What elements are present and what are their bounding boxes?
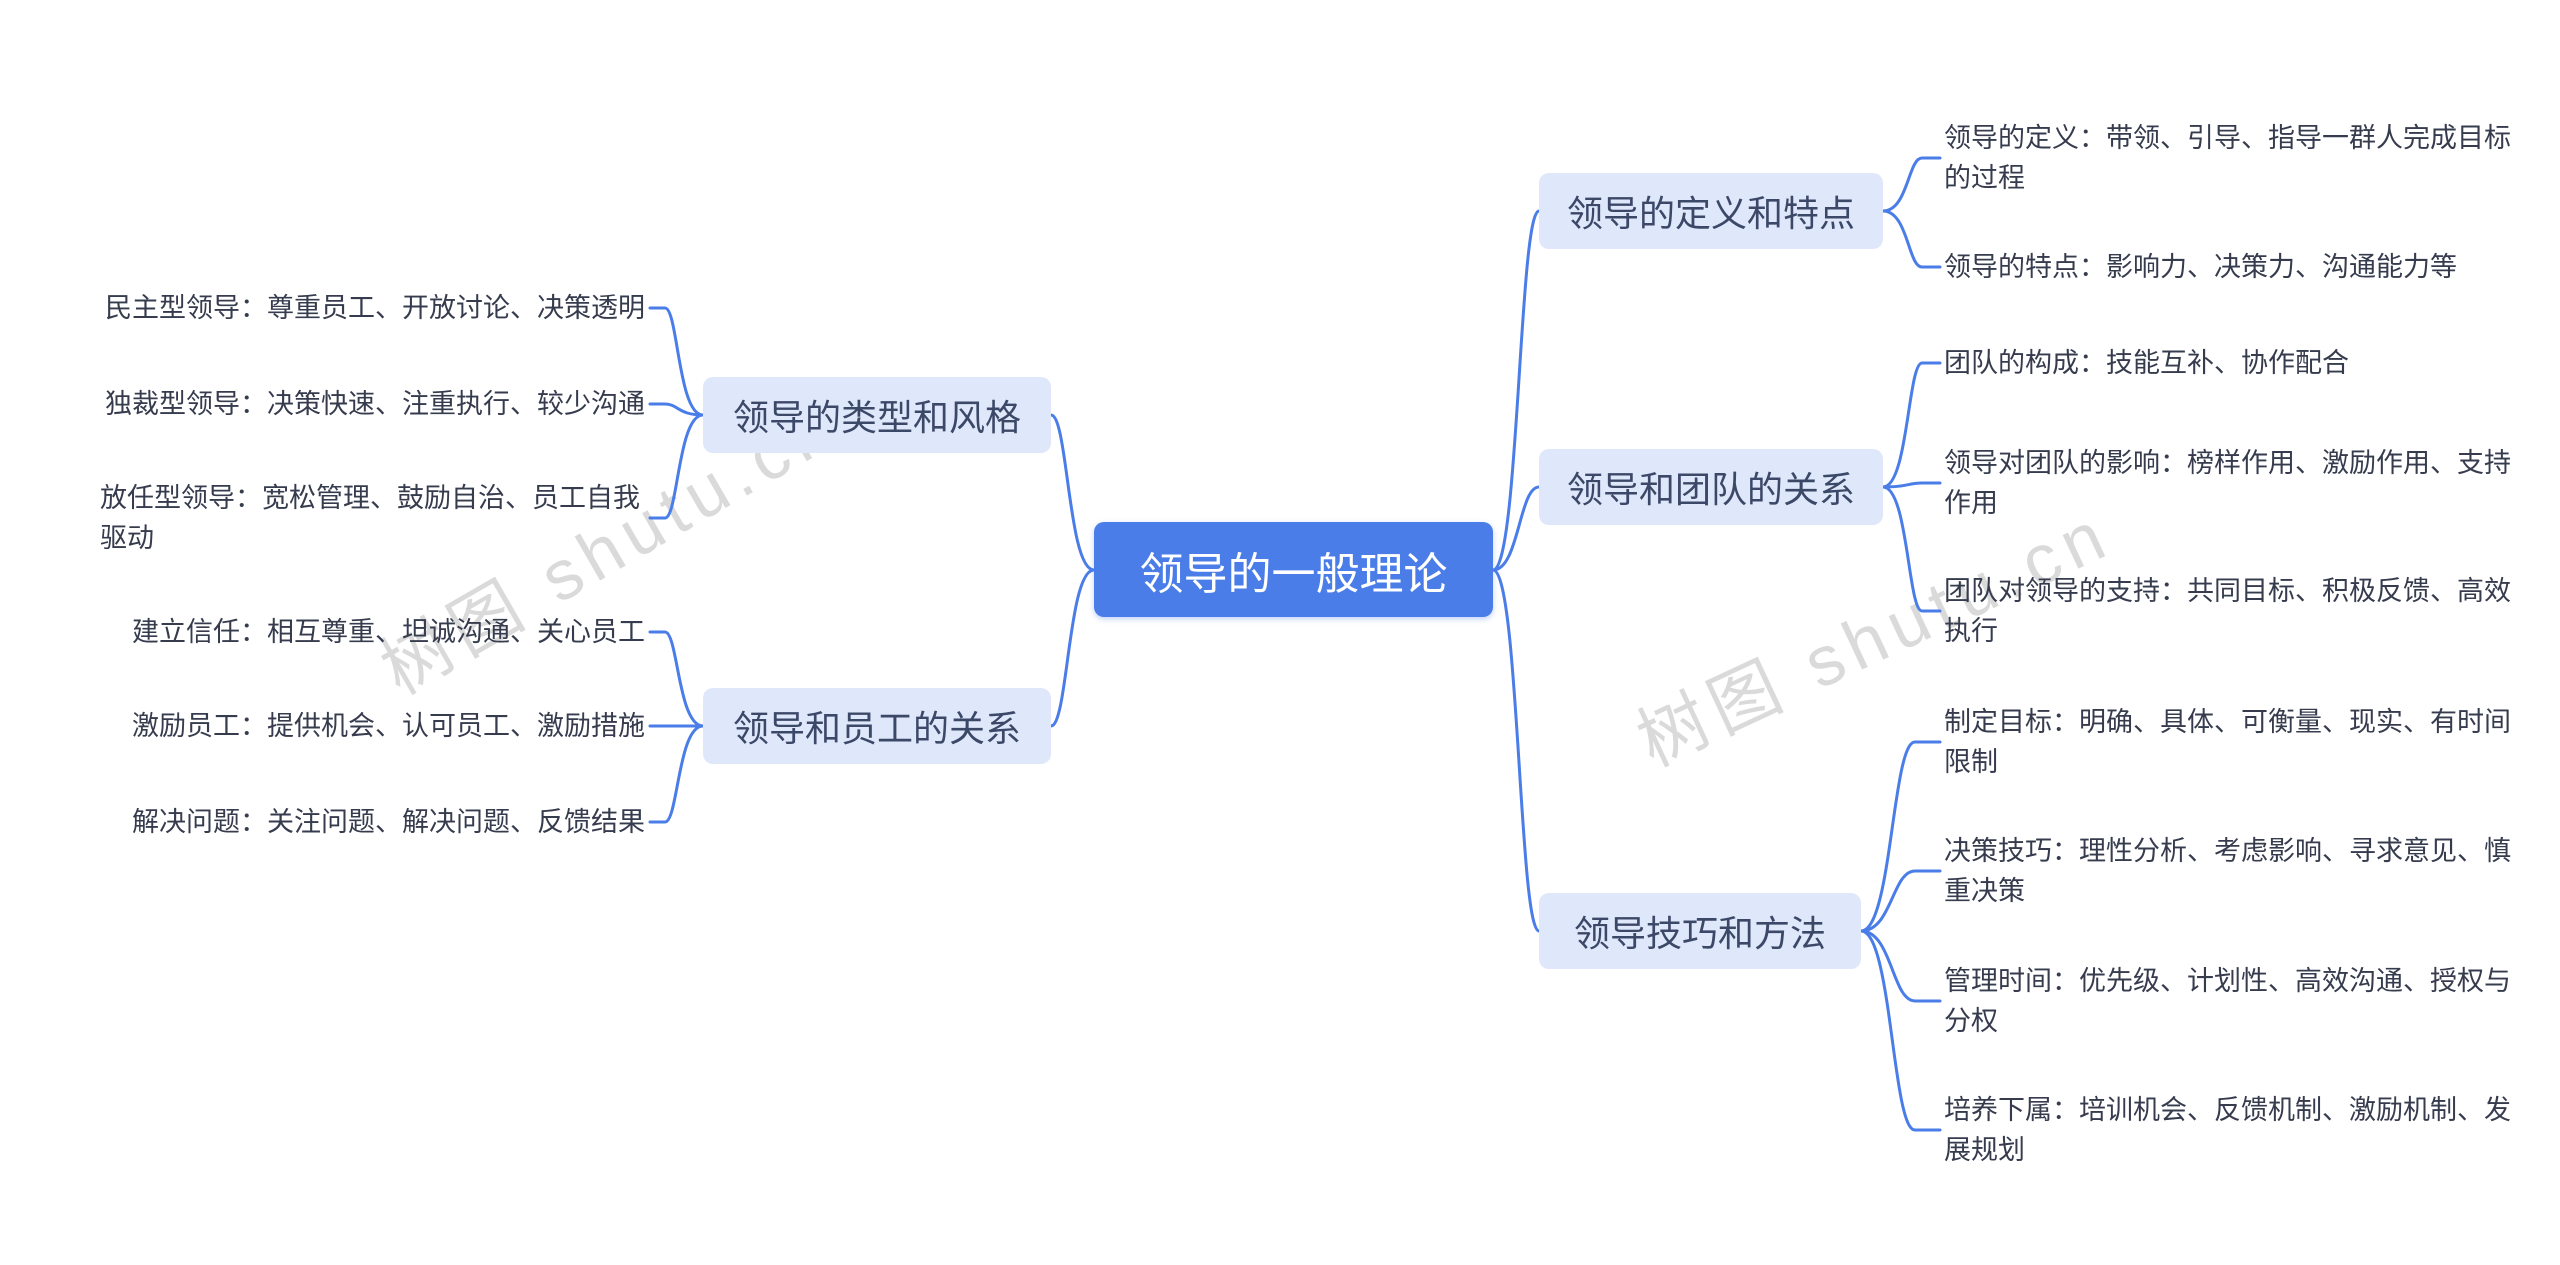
leaf-node-time-management[interactable]: 管理时间：优先级、计划性、高效沟通、授权与分权 [1944,966,2511,1036]
connector-root-to-left-branch-0 [1049,413,1096,572]
leaf-node-autocratic-leadership[interactable]: 独裁型领导：决策快速、注重执行、较少沟通 [105,389,645,419]
connector-root-to-right-branch-1 [1491,485,1541,572]
connector-left-branch-0-leaf-0 [648,306,705,417]
connector-left-branch-1-leaf-2 [648,724,705,824]
branch-node-right-definition-traits[interactable]: 领导的定义和特点 [1539,173,1883,249]
leaf-node-solve-problems[interactable]: 解决问题：关注问题、解决问题、反馈结果 [132,807,645,837]
connector-right-branch-1-leaf-0 [1881,361,1942,489]
branch-node-right-team-relations[interactable]: 领导和团队的关系 [1539,449,1883,525]
connector-right-branch-1-leaf-2 [1881,485,1942,613]
leaf-node-leadership-definition[interactable]: 领导的定义：带领、引导、指导一群人完成目标的过程 [1944,123,2511,193]
leaf-node-leadership-traits[interactable]: 领导的特点：影响力、决策力、沟通能力等 [1944,252,2457,282]
connector-right-branch-2-leaf-0 [1859,740,1942,933]
leaf-node-build-trust[interactable]: 建立信任：相互尊重、坦诚沟通、关心员工 [132,617,645,647]
connector-right-branch-0-leaf-1 [1881,209,1942,269]
branch-node-right-skills-methods[interactable]: 领导技巧和方法 [1539,893,1861,969]
connector-right-branch-0-leaf-0 [1881,156,1942,213]
connector-left-branch-0-leaf-1 [648,402,705,417]
leaf-node-team-composition[interactable]: 团队的构成：技能互补、协作配合 [1944,348,2349,378]
connector-root-to-right-branch-0 [1491,209,1541,572]
leaf-node-laissez-faire-leadership[interactable]: 放任型领导：宽松管理、鼓励自治、员工自我驱动 [100,483,640,553]
connector-left-branch-0-leaf-2 [648,413,705,520]
leaf-node-motivate-employees[interactable]: 激励员工：提供机会、认可员工、激励措施 [132,711,645,741]
connector-right-branch-1-leaf-1 [1881,481,1942,489]
leaf-node-decision-skills[interactable]: 决策技巧：理性分析、考虑影响、寻求意见、慎重决策 [1944,836,2511,906]
leaf-node-develop-subordinates[interactable]: 培养下属：培训机会、反馈机制、激励机制、发展规划 [1944,1095,2511,1165]
leaf-node-leader-influence-on-team[interactable]: 领导对团队的影响：榜样作用、激励作用、支持作用 [1944,448,2511,518]
connector-root-to-right-branch-2 [1491,568,1541,933]
connector-right-branch-2-leaf-2 [1859,929,1942,1003]
root-node[interactable]: 领导的一般理论 [1094,522,1493,617]
leaf-node-goal-setting[interactable]: 制定目标：明确、具体、可衡量、现实、有时间限制 [1944,707,2511,777]
connector-root-to-left-branch-1 [1049,568,1096,728]
leaf-node-democratic-leadership[interactable]: 民主型领导：尊重员工、开放讨论、决策透明 [105,293,645,323]
connector-left-branch-1-leaf-0 [648,630,705,728]
leaf-node-team-support-for-leader[interactable]: 团队对领导的支持：共同目标、积极反馈、高效执行 [1944,576,2511,646]
branch-node-left-types-styles[interactable]: 领导的类型和风格 [703,377,1051,453]
branch-node-left-employee-relations[interactable]: 领导和员工的关系 [703,688,1051,764]
connector-right-branch-2-leaf-3 [1859,929,1942,1132]
connector-right-branch-2-leaf-1 [1859,869,1942,933]
